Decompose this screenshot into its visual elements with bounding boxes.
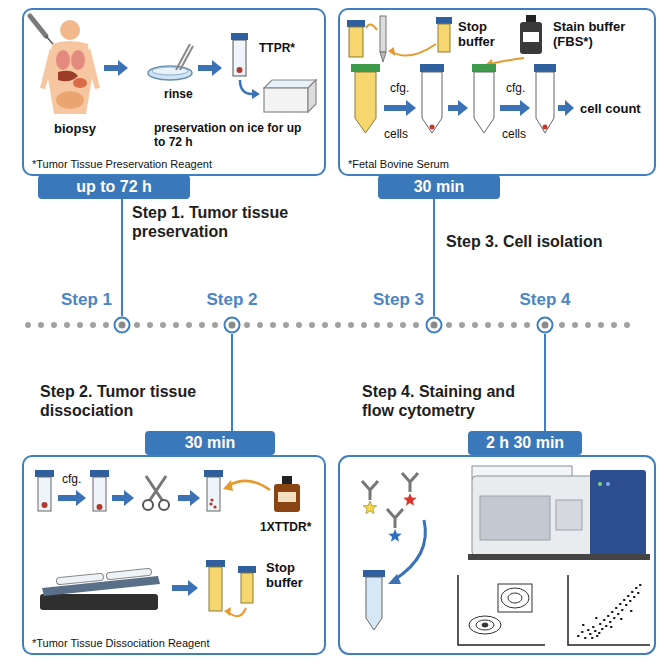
panel-label: cfg. bbox=[62, 473, 81, 487]
step-panel: cfg. 1XTTDR* Stop buffer *Tumor Tissue Diss… bbox=[22, 455, 326, 655]
connector bbox=[241, 322, 425, 328]
step-marker bbox=[113, 316, 131, 334]
shaker bbox=[40, 572, 160, 610]
sample-tube bbox=[347, 20, 365, 57]
timeline-step: Step 2 bbox=[223, 316, 241, 334]
step-title: Step 2. Tumor tissue dissociation bbox=[40, 382, 225, 420]
time-badge: up to 72 h bbox=[38, 175, 190, 199]
step-marker bbox=[223, 316, 241, 334]
step-title: Step 3. Cell isolation bbox=[446, 232, 656, 251]
pipette bbox=[366, 16, 386, 62]
connector bbox=[131, 322, 223, 328]
connector bbox=[121, 199, 123, 316]
panel-label: rinse bbox=[164, 88, 193, 102]
panel-label: preservation on ice for up to 72 h bbox=[154, 122, 304, 150]
step-label: Step 4 bbox=[519, 290, 570, 310]
badge-text: 30 min bbox=[414, 178, 465, 196]
timeline-step: Step 4 bbox=[536, 316, 554, 334]
connector bbox=[433, 199, 435, 316]
panel-label: biopsy bbox=[54, 122, 96, 137]
stop-buffer-tubes bbox=[206, 560, 256, 616]
connector bbox=[231, 334, 233, 431]
centrifuge-tubes bbox=[351, 64, 556, 133]
petri-dish bbox=[148, 44, 193, 80]
step-label: Step 2 bbox=[206, 290, 257, 310]
time-badge: 30 min bbox=[145, 431, 275, 455]
step-marker bbox=[536, 316, 554, 334]
panel-label: Stop buffer bbox=[266, 561, 318, 591]
step-panel bbox=[339, 456, 655, 654]
connector bbox=[544, 334, 546, 431]
preservation-tube bbox=[231, 33, 260, 99]
process-arrow bbox=[58, 490, 200, 596]
panel-label: cells bbox=[384, 128, 408, 142]
step-ring bbox=[225, 318, 240, 333]
step-marker bbox=[425, 316, 443, 334]
panel-label: Stop buffer bbox=[458, 20, 506, 50]
step-dot bbox=[542, 322, 549, 329]
flow-cytometer bbox=[468, 466, 650, 560]
step-dot bbox=[229, 322, 236, 329]
antibodies bbox=[362, 473, 425, 584]
step-ring bbox=[115, 318, 130, 333]
tissue-tubes bbox=[35, 470, 223, 511]
panel-label: 1XTTDR* bbox=[260, 521, 311, 535]
stain-tube bbox=[363, 570, 385, 630]
step-ring bbox=[427, 318, 442, 333]
panel-label: *Tumor Tissue Dissociation Reagent bbox=[32, 637, 210, 650]
process-arrow bbox=[384, 100, 574, 116]
human-figure bbox=[40, 20, 100, 114]
panel-label: cfg. bbox=[390, 82, 409, 96]
badge-text: 30 min bbox=[185, 434, 236, 452]
stop-buffer-tube bbox=[388, 17, 452, 56]
panel-label: cells bbox=[502, 128, 526, 142]
timeline-step: Step 3 bbox=[425, 316, 443, 334]
dissociation-reagent-bottle bbox=[223, 476, 300, 512]
ice-box bbox=[264, 80, 316, 112]
time-badge: 2 h 30 min bbox=[468, 431, 582, 455]
step-dot bbox=[431, 322, 438, 329]
process-arrow bbox=[104, 60, 222, 76]
step-panel: Stop buffer Stain buffer (FBS*) cfg. cells c… bbox=[338, 8, 656, 176]
panel-label: cell count bbox=[580, 102, 641, 117]
step-dot bbox=[119, 322, 126, 329]
step-title: Step 4. Staining and flow cytometry bbox=[362, 382, 537, 420]
contour-plot bbox=[458, 575, 545, 645]
panel-label: cfg. bbox=[506, 82, 525, 96]
panel-label: TTPR* bbox=[259, 42, 295, 56]
panel-label: Stain buffer (FBS*) bbox=[553, 20, 645, 50]
step-title: Step 1. Tumor tissue preservation bbox=[132, 203, 327, 241]
step-label: Step 3 bbox=[373, 290, 424, 310]
scissors bbox=[143, 476, 169, 510]
timeline-step: Step 1 bbox=[113, 316, 131, 334]
panel-label: *Tumor Tissue Preservation Reagent bbox=[32, 158, 212, 171]
step-panel: biopsy rinse TTPR* preservation on ice for … bbox=[22, 8, 326, 176]
badge-text: 2 h 30 min bbox=[486, 434, 564, 452]
scatter-plot bbox=[568, 575, 650, 645]
connector bbox=[443, 322, 536, 328]
time-badge: 30 min bbox=[378, 175, 500, 199]
step-ring bbox=[538, 318, 553, 333]
badge-text: up to 72 h bbox=[76, 178, 152, 196]
step-label: Step 1 bbox=[61, 290, 112, 310]
panel-label: *Fetal Bovine Serum bbox=[348, 158, 449, 171]
